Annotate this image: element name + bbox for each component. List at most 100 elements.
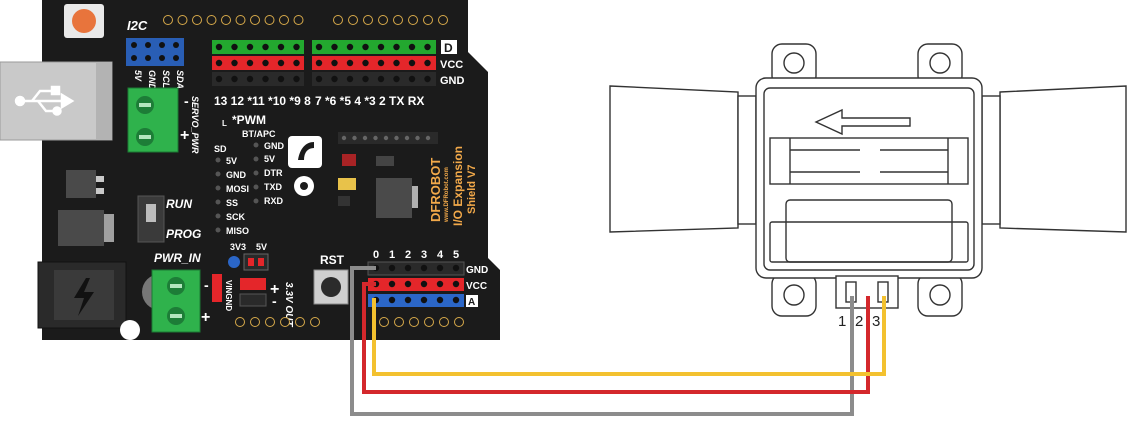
- header-pin: [363, 15, 373, 25]
- header-pin: [145, 55, 151, 61]
- header-pin: [131, 55, 137, 61]
- header-pin: [246, 43, 254, 51]
- header-pin: [262, 59, 269, 67]
- analog-pin-2: 2: [405, 249, 411, 261]
- usb-connector: [0, 61, 113, 141]
- header-pin: [346, 75, 354, 83]
- header-pin: [221, 15, 231, 25]
- header-pin: [331, 59, 338, 67]
- header-pin: [346, 59, 354, 67]
- header-pin: [310, 317, 320, 327]
- header-pin: [408, 43, 416, 51]
- analog-pin-0: 0: [373, 249, 379, 261]
- sensor-pin-3: 3: [872, 313, 880, 330]
- pwr-in-minus: -: [204, 277, 209, 293]
- sd-pin-labels: 5V GND MOSI SS SCK MISO: [226, 156, 249, 236]
- vin-gnd-header: [212, 274, 222, 302]
- header-pin: [315, 75, 323, 83]
- header-pin: [231, 75, 238, 83]
- header-pin: [393, 59, 400, 67]
- header-pin: [393, 75, 400, 83]
- header-pin: [377, 43, 385, 51]
- header-pin: [173, 55, 179, 61]
- header-pin: [420, 264, 428, 272]
- pwr-in-plus: +: [201, 309, 210, 326]
- header-pin: [215, 59, 223, 67]
- sensor-pin-2: 2: [855, 313, 863, 330]
- header-pin: [331, 43, 338, 51]
- usb-icon: [14, 85, 75, 116]
- header-pin: [452, 280, 460, 288]
- header-pin: [262, 75, 269, 83]
- i2c-pin-sda: SDA: [175, 70, 185, 89]
- header-pin: [373, 135, 378, 141]
- flow-direction-arrow-icon: [814, 108, 911, 136]
- header-pin: [436, 264, 444, 272]
- dfrobot-logo-icon: [288, 136, 322, 196]
- header-pin: [388, 280, 396, 288]
- header-pin: [231, 59, 238, 67]
- out-minus: -: [272, 293, 277, 309]
- header-pin: [277, 59, 285, 67]
- header-pin: [415, 135, 420, 141]
- header-pin: [424, 317, 434, 327]
- header-pin: [265, 317, 275, 327]
- header-pin: [250, 15, 260, 25]
- header-pin: [215, 227, 221, 233]
- out-plus: +: [270, 281, 279, 298]
- i2c-pin-scl: SCL: [161, 70, 171, 88]
- header-pin: [215, 43, 223, 51]
- header-pin: [131, 42, 137, 48]
- header-pin: [362, 43, 369, 51]
- header-pin: [253, 184, 259, 190]
- header-pin: [408, 15, 418, 25]
- digital-pin-labels-right: 7 *6 *5 4 *3 2 TX RX: [315, 94, 424, 108]
- header-pin: [377, 59, 385, 67]
- header-pin: [408, 75, 416, 83]
- header-pin: [404, 264, 412, 272]
- header-pin: [253, 170, 259, 176]
- servo-power-terminal: [127, 87, 179, 153]
- header-pin: [231, 43, 238, 51]
- header-pin: [383, 135, 389, 141]
- analog-pin-3: 3: [421, 249, 427, 261]
- header-pin: [159, 42, 165, 48]
- sd-pin-sck: SCK: [226, 212, 246, 222]
- sd-pin-mosi: MOSI: [226, 184, 249, 194]
- header-pin: [177, 15, 188, 25]
- sd-pin-gnd: GND: [226, 170, 247, 180]
- product-name-line1: I/O Expansion: [451, 146, 465, 226]
- header-pin: [215, 185, 221, 191]
- v3v3-label: 3V3: [230, 242, 246, 252]
- left-pipe: [609, 85, 739, 233]
- header-pin: [333, 15, 343, 25]
- header-pin: [438, 15, 448, 25]
- header-pin: [404, 296, 412, 304]
- header-pin: [388, 264, 396, 272]
- voltage-regulators: [58, 170, 114, 246]
- header-pin: [159, 55, 165, 61]
- wires: [350, 266, 886, 416]
- header-pin: [280, 317, 290, 327]
- analog-pin-5: 5: [453, 249, 459, 261]
- header-pin: [215, 157, 221, 163]
- header-pin: [436, 296, 444, 304]
- vin-gnd-label: VINGND: [224, 280, 233, 311]
- header-pin: [206, 15, 217, 25]
- servo-plus: +: [180, 127, 189, 144]
- analog-row-vcc: VCC: [466, 281, 487, 292]
- header-pin: [250, 317, 260, 327]
- pwr-in-terminal: [151, 269, 201, 333]
- brand-block: DFROBOT www.DFRobot.com I/O Expansion Sh…: [428, 146, 478, 226]
- header-pin-dots: [131, 15, 464, 327]
- digital-header: [212, 40, 436, 86]
- prog-label: PROG: [166, 227, 201, 241]
- header-pin: [425, 135, 431, 141]
- i2c-pin-gnd: GND: [147, 70, 157, 91]
- analog-row-a: A: [468, 297, 475, 308]
- header-pin: [346, 43, 354, 51]
- header-pin: [352, 135, 357, 141]
- voltage-jumper: [228, 253, 269, 307]
- header-pin: [293, 15, 304, 25]
